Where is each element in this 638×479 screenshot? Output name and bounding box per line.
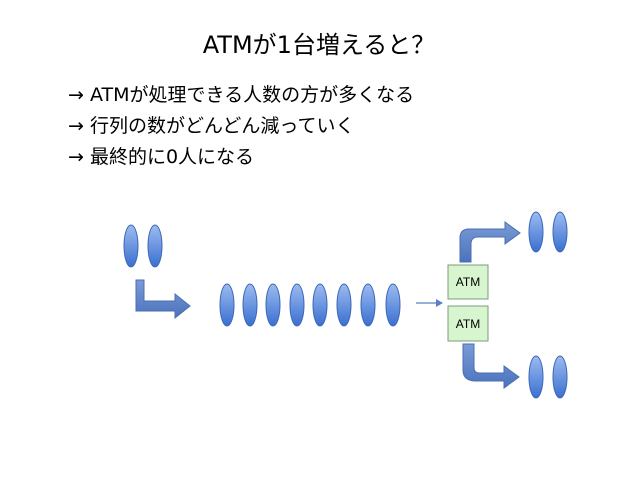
atm-label: ATM: [456, 275, 480, 289]
queue-people: [219, 283, 401, 327]
person: [552, 211, 568, 253]
person: [312, 283, 328, 327]
bullet-atm-capacity: → ATMが処理できる人数の方が多くなる: [68, 84, 415, 106]
person: [385, 283, 401, 327]
person: [552, 355, 568, 399]
person: [219, 283, 235, 327]
atm-label: ATM: [456, 317, 480, 331]
person: [242, 283, 258, 327]
exiting-people-bottom: [528, 355, 568, 399]
bent-arrow-up-exit: [459, 221, 521, 263]
arriving-people: [123, 224, 163, 268]
person: [265, 283, 281, 327]
person: [289, 283, 305, 327]
atm-box: [447, 305, 489, 342]
person: [123, 224, 139, 268]
exiting-people-top: [528, 211, 568, 253]
atm-2: ATM: [447, 305, 489, 342]
queue-to-atm-arrow: [416, 299, 443, 307]
person: [528, 211, 544, 253]
atm-1: ATM: [447, 264, 489, 300]
bent-arrow-down-exit: [462, 343, 520, 389]
bullet-zero-people: → 最終的に0人になる: [68, 146, 255, 168]
person: [147, 224, 163, 268]
person: [360, 283, 376, 327]
bent-arrow-into-queue: [135, 279, 191, 320]
atm-box: [447, 264, 489, 300]
slide-title: ATMが1台増えると？: [202, 31, 436, 59]
bullet-list: → ATMが処理できる人数の方が多くなる → 行列の数がどんどん減っていく → …: [68, 80, 414, 173]
person: [336, 283, 352, 327]
person: [528, 355, 544, 399]
bullet-queue-shrinks: → 行列の数がどんどん減っていく: [68, 115, 355, 137]
